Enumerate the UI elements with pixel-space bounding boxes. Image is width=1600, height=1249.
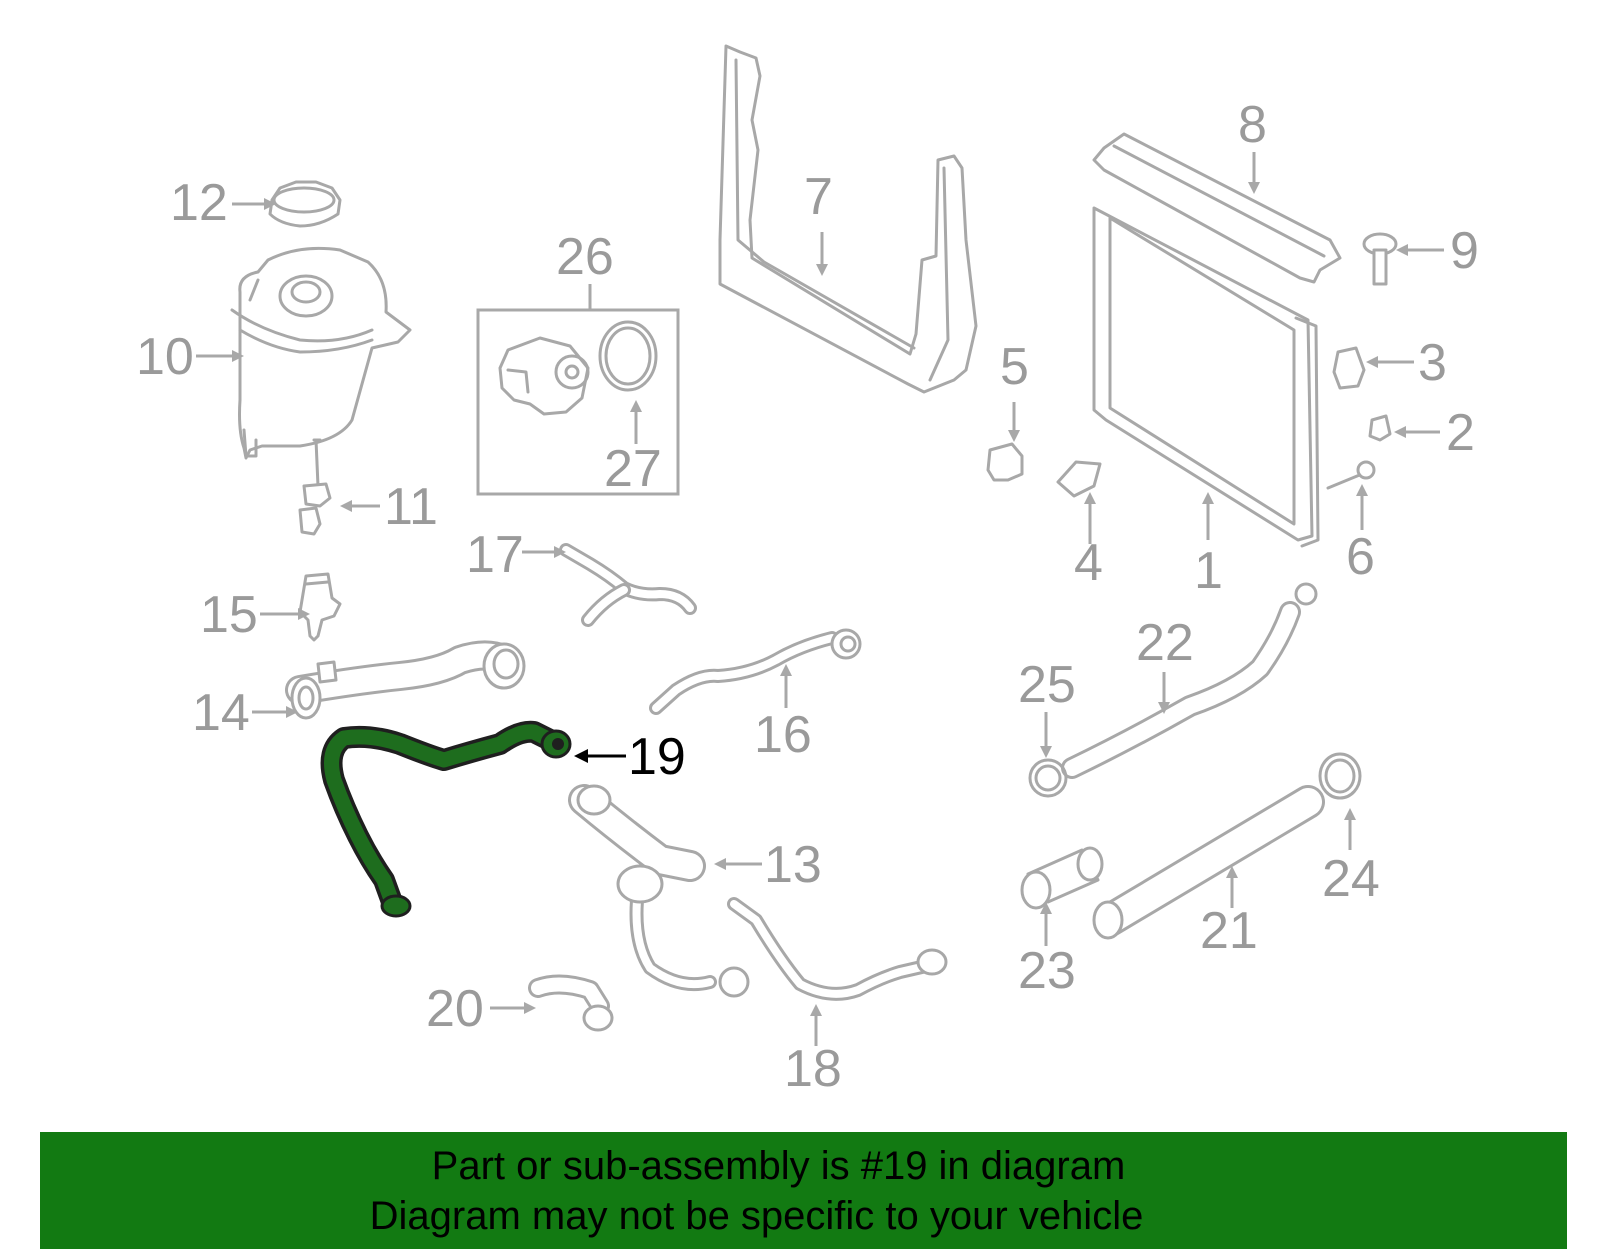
part-4-mount[interactable] [1056,460,1102,498]
part-11-level-sensor[interactable] [298,438,332,536]
leader-lines [196,152,1444,1046]
part-9-bolt[interactable] [1362,232,1398,286]
callout-1[interactable]: 1 [1194,542,1223,600]
callout-10[interactable]: 10 [136,328,194,386]
callout-11[interactable]: 11 [384,478,438,536]
part-27-pump-gasket[interactable] [598,320,658,392]
part-26-water-pump-kit[interactable] [476,308,680,496]
part-13-thermostat-hose[interactable] [568,784,750,998]
callout-23[interactable]: 23 [1018,942,1076,1000]
callout-16[interactable]: 16 [754,706,812,764]
callout-25[interactable]: 25 [1018,656,1076,714]
part-15-temperature-sensor[interactable] [298,572,342,642]
part-3-clip[interactable] [1332,346,1366,390]
callout-14[interactable]: 14 [192,684,250,742]
callout-17[interactable]: 17 [466,526,524,584]
part-25-o-ring[interactable] [1028,758,1068,798]
part-12-cap[interactable] [268,180,342,228]
part-10-expansion-tank[interactable] [230,246,412,460]
part-14-upper-hose[interactable] [285,640,526,720]
callout-labels: 12 10 11 15 14 17 26 27 19 16 13 20 18 7… [136,96,1479,1098]
info-banner: Part or sub-assembly is #19 in diagram D… [40,1132,1567,1249]
callout-26[interactable]: 26 [556,228,614,286]
callout-12[interactable]: 12 [170,174,228,232]
part-2-grommet[interactable] [1368,414,1392,442]
part-18-pipe[interactable] [727,897,948,1001]
callout-15[interactable]: 15 [200,586,258,644]
callout-13[interactable]: 13 [764,836,822,894]
callout-24[interactable]: 24 [1322,850,1380,908]
parts-diagram: 12 10 11 15 14 17 26 27 19 16 13 20 18 7… [136,44,1479,1098]
callout-27[interactable]: 27 [604,440,662,498]
callout-5[interactable]: 5 [1000,338,1029,396]
part-24-o-ring[interactable] [1318,752,1362,800]
part-17-small-hose[interactable] [559,543,697,627]
part-22-pipe[interactable] [1061,582,1318,779]
banner-part-note: Part or sub-assembly is #19 in diagram [431,1144,1126,1188]
callout-18[interactable]: 18 [784,1040,842,1098]
part-21-tube[interactable] [1092,785,1325,940]
callout-20[interactable]: 20 [426,980,484,1038]
callout-2[interactable]: 2 [1446,404,1475,462]
callout-21[interactable]: 21 [1200,902,1258,960]
part-7-radiator-support[interactable] [718,44,978,394]
part-8-upper-bracket[interactable] [1092,132,1342,284]
callout-8[interactable]: 8 [1238,96,1267,154]
part-23-sleeve[interactable] [1020,846,1104,910]
part-5-mount[interactable] [986,442,1024,482]
part-16-pipe[interactable] [649,628,862,715]
part-19-coolant-hose[interactable] [320,720,572,918]
part-6-drain-plug[interactable] [1326,460,1376,490]
part-1-radiator[interactable] [1092,206,1320,548]
banner-disclaimer: Diagram may not be specific to your vehi… [369,1194,1144,1238]
callout-3[interactable]: 3 [1418,334,1447,392]
part-20-small-hose[interactable] [528,974,614,1032]
callout-7[interactable]: 7 [804,168,833,226]
callout-9[interactable]: 9 [1450,222,1479,280]
callout-4[interactable]: 4 [1074,534,1103,592]
callout-22[interactable]: 22 [1136,614,1194,672]
callout-19[interactable]: 19 [628,728,686,786]
callout-6[interactable]: 6 [1346,528,1375,586]
